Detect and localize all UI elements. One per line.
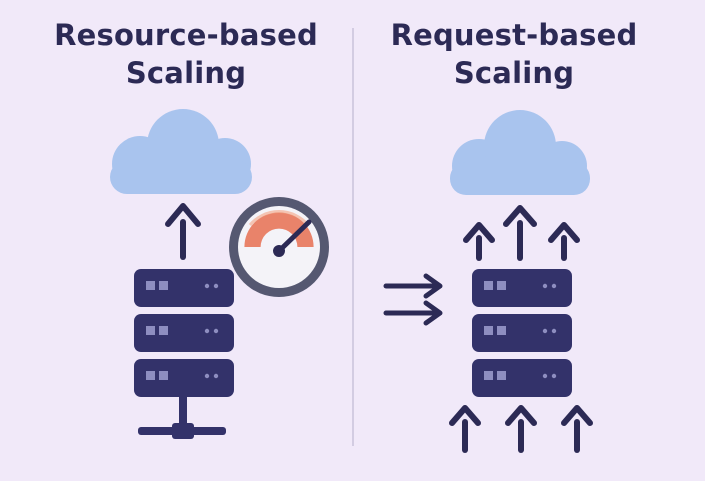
- right-cloud-icon: [450, 110, 590, 195]
- server-unit: [472, 269, 572, 307]
- server-unit: [134, 359, 234, 397]
- left-up-arrow-icon: [165, 203, 201, 260]
- left-title-line-2: Scaling: [125, 56, 247, 90]
- server-unit: [134, 314, 234, 352]
- server-unit: [472, 359, 572, 397]
- right-panel-title: Request-based Scaling: [364, 16, 664, 92]
- left-panel-title: Resource-based Scaling: [36, 16, 336, 92]
- incoming-requests-icon: [383, 273, 443, 326]
- right-server-rack-icon: [472, 269, 572, 397]
- left-cloud-icon: [110, 109, 252, 194]
- network-connector-icon: [138, 397, 226, 439]
- bottom-up-arrows-icon: [449, 405, 593, 453]
- right-title-line-2: Scaling: [453, 56, 575, 90]
- left-server-rack-icon: [134, 269, 234, 397]
- left-title-line-1: Resource-based: [54, 18, 318, 52]
- gauge-icon: [229, 197, 329, 297]
- right-title-line-1: Request-based: [390, 18, 638, 52]
- server-unit: [472, 314, 572, 352]
- outgoing-arrows-icon: [463, 205, 580, 261]
- server-unit: [134, 269, 234, 307]
